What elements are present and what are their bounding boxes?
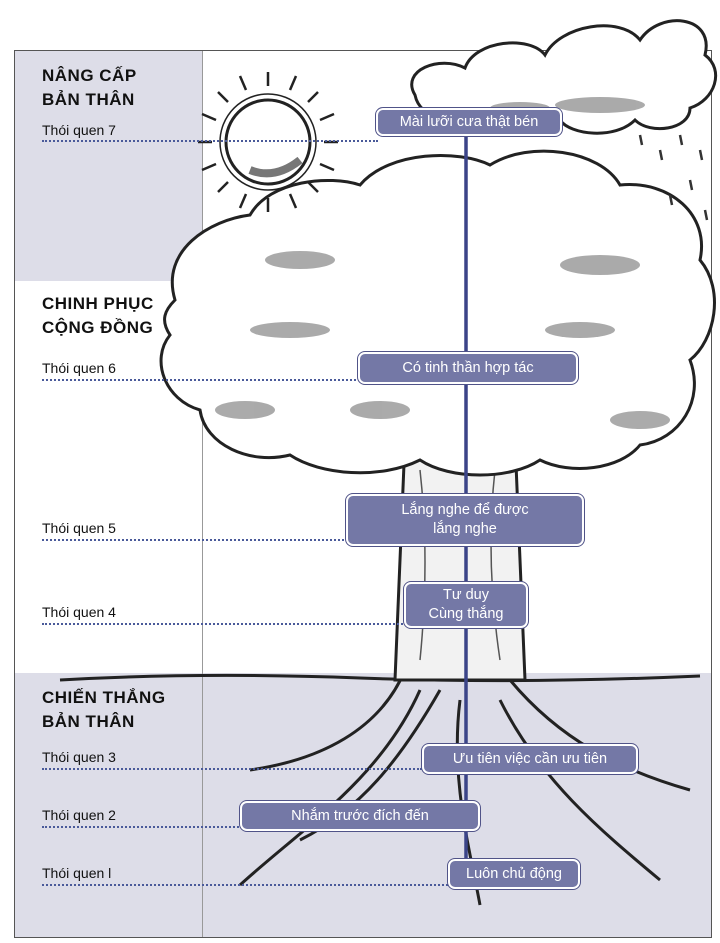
habit-label-5: Thói quen 5 xyxy=(42,520,116,536)
section-title-private-victory: CHIẾN THẮNG BẢN THÂN xyxy=(42,688,166,731)
leader-6 xyxy=(42,379,360,381)
sun xyxy=(198,72,338,212)
principle-box-2: Nhắm trước đích đến xyxy=(240,801,480,831)
principle-box-4: Tư duy Cùng thắng xyxy=(404,582,528,628)
habit-label-7: Thói quen 7 xyxy=(42,122,116,138)
habit-label-6: Thói quen 6 xyxy=(42,360,116,376)
section-title-public-victory: CHINH PHỤC CỘNG ĐỒNG xyxy=(42,294,154,337)
principle-box-6: Có tinh thần hợp tác xyxy=(358,352,578,384)
section-title-renewal: NÂNG CẤP BẢN THÂN xyxy=(42,66,137,109)
leader-3 xyxy=(42,768,422,770)
principle-box-1: Luôn chủ động xyxy=(448,859,580,889)
habit-label-1: Thói quen l xyxy=(42,865,112,881)
ground-line xyxy=(59,673,701,683)
principle-box-5: Lắng nghe để được lắng nghe xyxy=(346,494,584,546)
habit-label-3: Thói quen 3 xyxy=(42,749,116,765)
trunk xyxy=(393,438,527,682)
canopy xyxy=(159,149,716,477)
leader-5 xyxy=(42,539,348,541)
principle-box-3: Ưu tiên việc cần ưu tiên xyxy=(422,744,638,774)
habit-label-2: Thói quen 2 xyxy=(42,807,116,823)
principle-box-7: Mài lưỡi cưa thật bén xyxy=(376,108,562,136)
leader-1 xyxy=(42,884,448,886)
section-divider xyxy=(202,51,203,937)
habit-label-4: Thói quen 4 xyxy=(42,604,116,620)
leader-2 xyxy=(42,826,242,828)
rain xyxy=(638,134,709,221)
section-band-top xyxy=(15,51,202,281)
leader-7 xyxy=(42,140,378,142)
leader-4 xyxy=(42,623,406,625)
